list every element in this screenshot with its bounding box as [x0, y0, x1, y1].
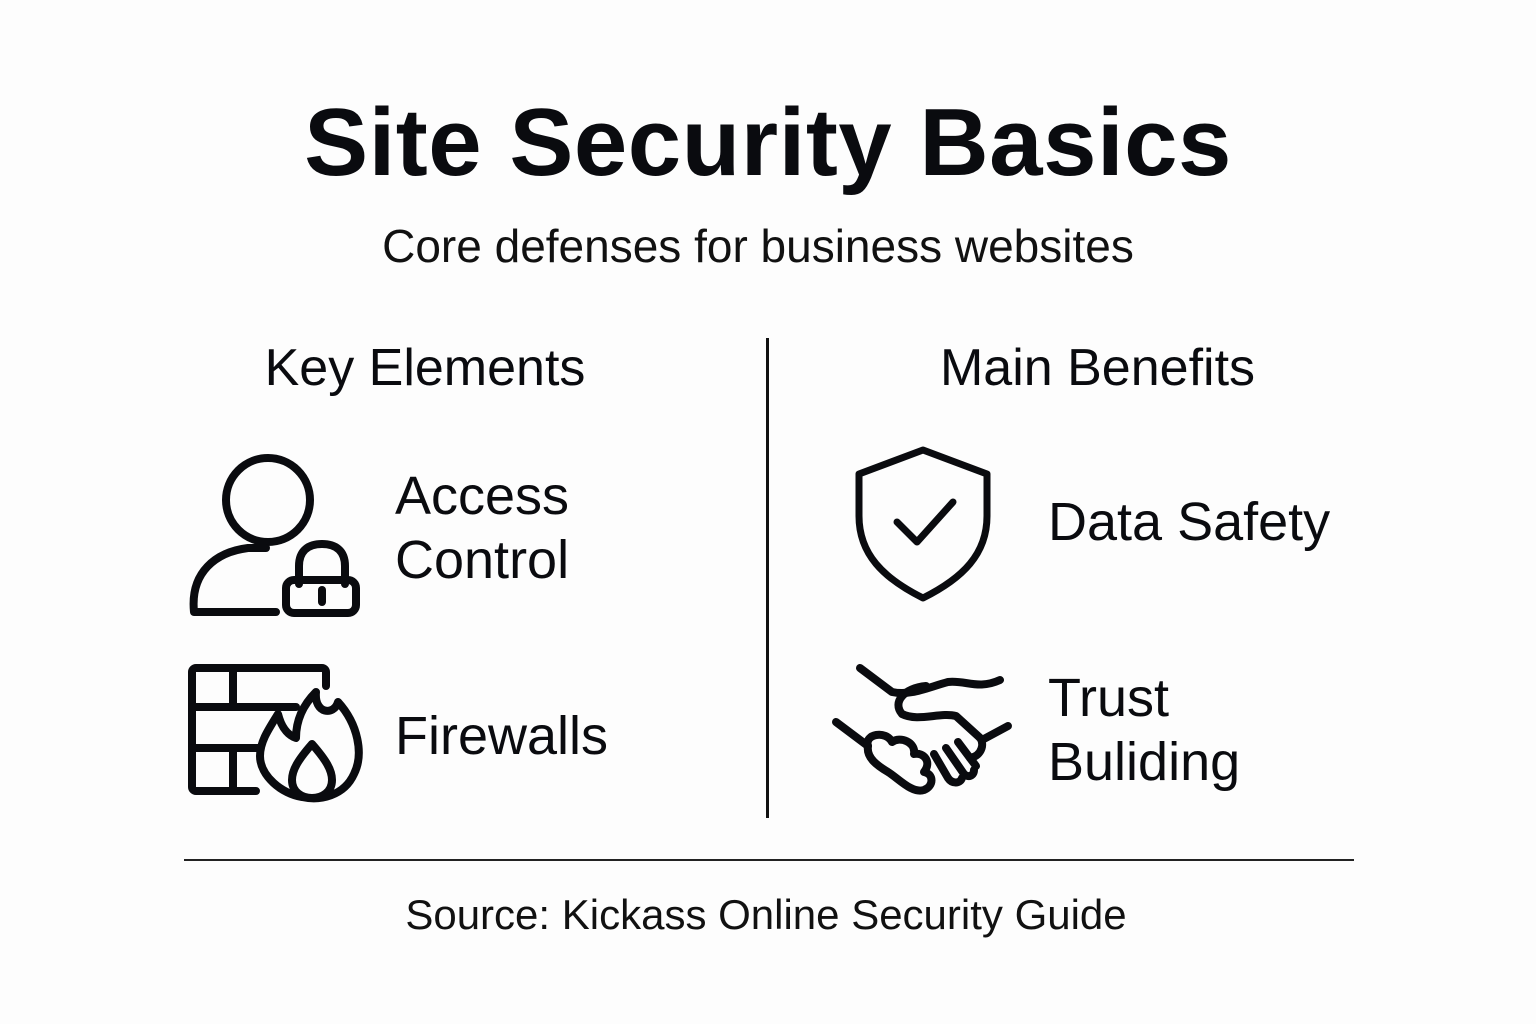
access-control-label: Access Control	[395, 466, 570, 590]
source-citation: Source: Kickass Online Security Guide	[405, 891, 1127, 938]
key-elements-heading: Key Elements	[264, 339, 586, 397]
data-safety-label: Data Safety	[1048, 492, 1331, 552]
handshake-icon	[830, 662, 1015, 797]
trust-building-label: Trust Buliding	[1048, 668, 1241, 792]
main-benefits-heading: Main Benefits	[939, 339, 1256, 397]
column-divider	[766, 338, 769, 818]
firewall-icon	[186, 664, 366, 804]
firewalls-label: Firewalls	[395, 706, 609, 766]
shield-check-icon	[853, 446, 993, 602]
footer-divider	[184, 859, 1354, 861]
user-lock-icon	[186, 452, 361, 617]
page-subtitle: Core defenses for business websites	[382, 220, 1134, 272]
page-title: Site Security Basics	[304, 89, 1232, 196]
